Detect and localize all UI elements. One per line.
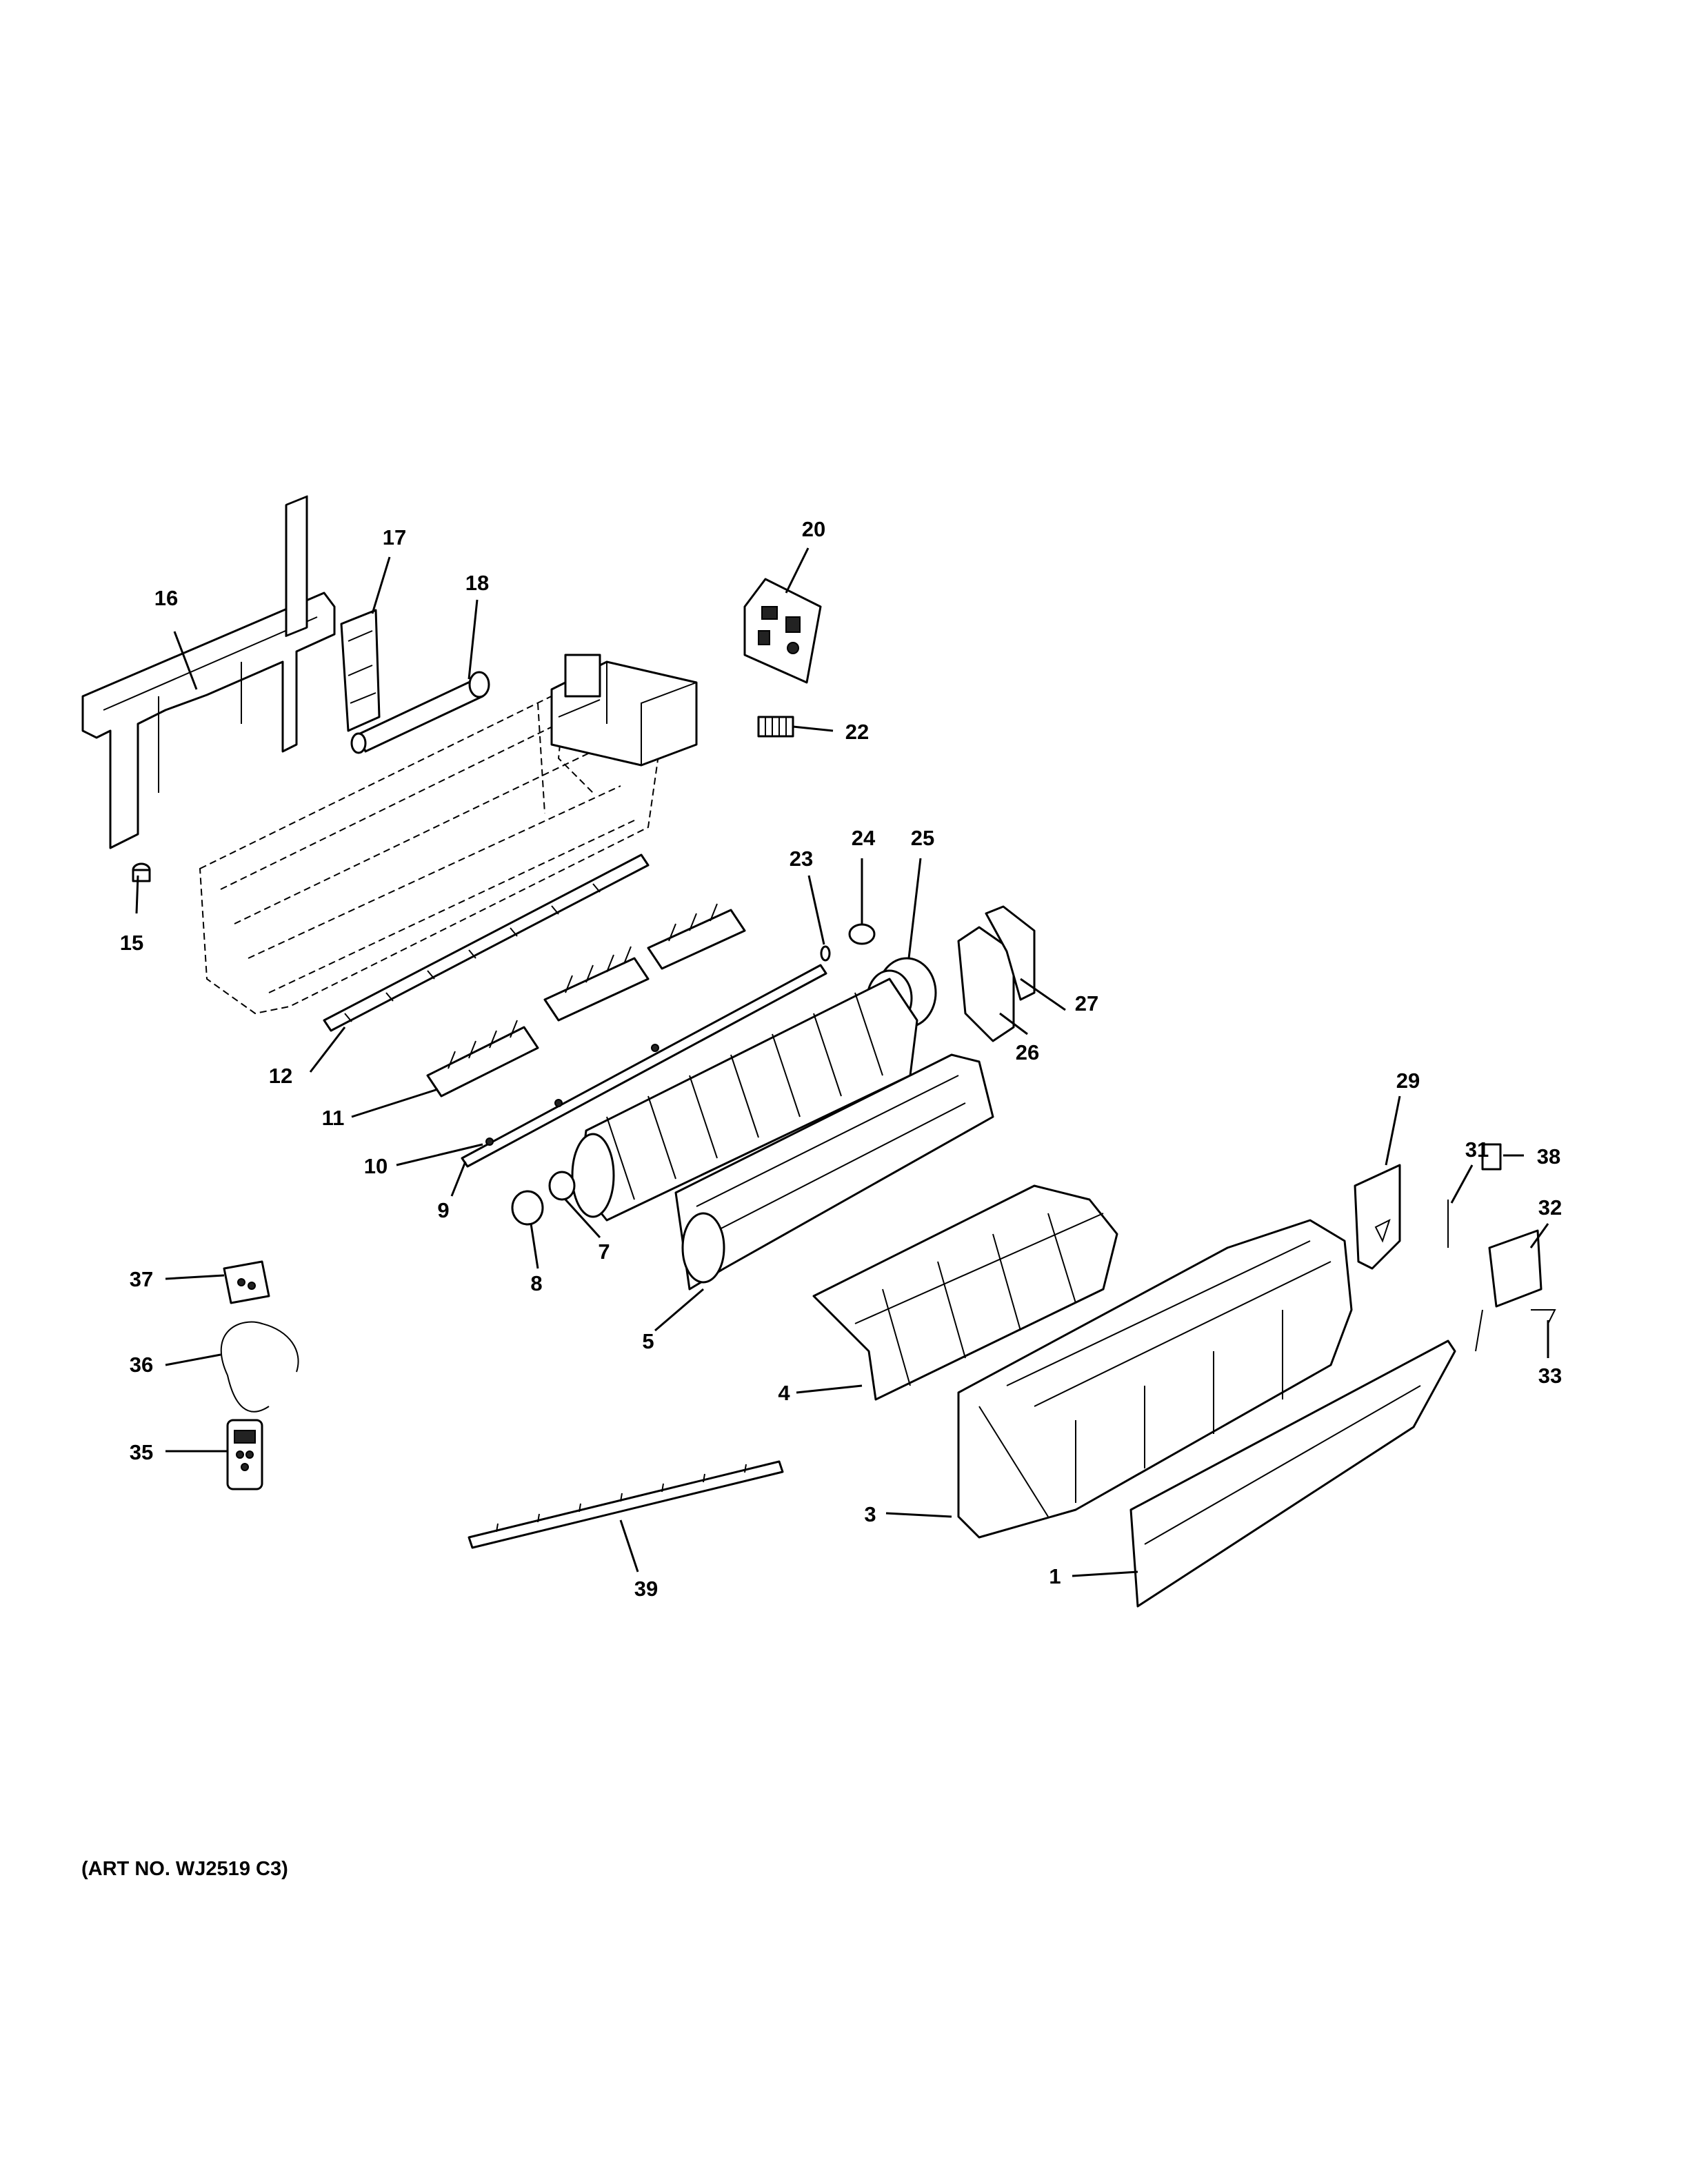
side-bracket [340,609,381,732]
callout-18: 18 [465,571,489,595]
callout-27: 27 [1075,991,1098,1015]
callout-35: 35 [130,1440,153,1464]
callout-3: 3 [864,1502,876,1526]
vane-assemblies [426,903,746,1098]
leader-lines [135,547,1549,1577]
callout-22: 22 [845,720,869,744]
terminal-block [757,716,794,738]
callout-38: 38 [1537,1144,1560,1169]
callout-36: 36 [130,1353,153,1377]
callout-11: 11 [322,1106,345,1130]
drain-hose [350,671,490,754]
hardware-bag [223,1260,270,1304]
control-board [743,578,822,684]
bearing [848,923,876,945]
callout-33: 33 [1538,1364,1562,1388]
air-filter [812,1184,1118,1401]
callout-1: 1 [1049,1564,1061,1588]
callout-labels: 1 3 4 5 7 8 9 10 11 12 15 16 17 18 20 22… [120,517,1562,1601]
terminal-cover [1354,1164,1401,1270]
art-number: (ART NO. WJ2519 C3) [81,1858,288,1880]
callout-31: 31 [1465,1138,1489,1162]
callout-23: 23 [790,847,813,871]
drain-pan [674,1053,994,1291]
callout-15: 15 [120,931,143,955]
pin [820,945,831,962]
callout-20: 20 [802,517,825,541]
callout-9: 9 [437,1198,449,1222]
coupling [548,1171,576,1201]
horizontal-louver [468,1460,784,1549]
blower-wheel [571,978,918,1222]
callout-7: 7 [598,1240,610,1264]
callout-37: 37 [130,1267,153,1291]
remote-control [226,1419,263,1490]
callout-4: 4 [778,1381,790,1405]
evaporator-chassis [199,654,698,1015]
callout-12: 12 [269,1064,292,1088]
louver-rail [323,853,650,1032]
bearing-holder [511,1190,544,1226]
screw [132,862,151,882]
callout-16: 16 [154,586,178,610]
callout-39: 39 [634,1577,658,1601]
room-sensor [1531,1309,1556,1324]
callout-10: 10 [364,1154,388,1178]
callout-17: 17 [383,525,406,549]
callout-29: 29 [1396,1069,1420,1093]
mounting-plate [81,495,336,849]
callout-32: 32 [1538,1195,1562,1220]
callout-24: 24 [852,826,876,850]
callout-5: 5 [642,1329,654,1353]
callout-25: 25 [911,826,934,850]
front-panel [1129,1339,1456,1608]
motor-clamps [957,905,1036,1042]
insulation-coil [220,1321,299,1413]
callout-26: 26 [1016,1040,1039,1064]
display-board [1475,1229,1543,1352]
front-housing [957,1219,1353,1539]
temperature-sensor [1481,1143,1502,1171]
callout-8: 8 [530,1271,542,1295]
